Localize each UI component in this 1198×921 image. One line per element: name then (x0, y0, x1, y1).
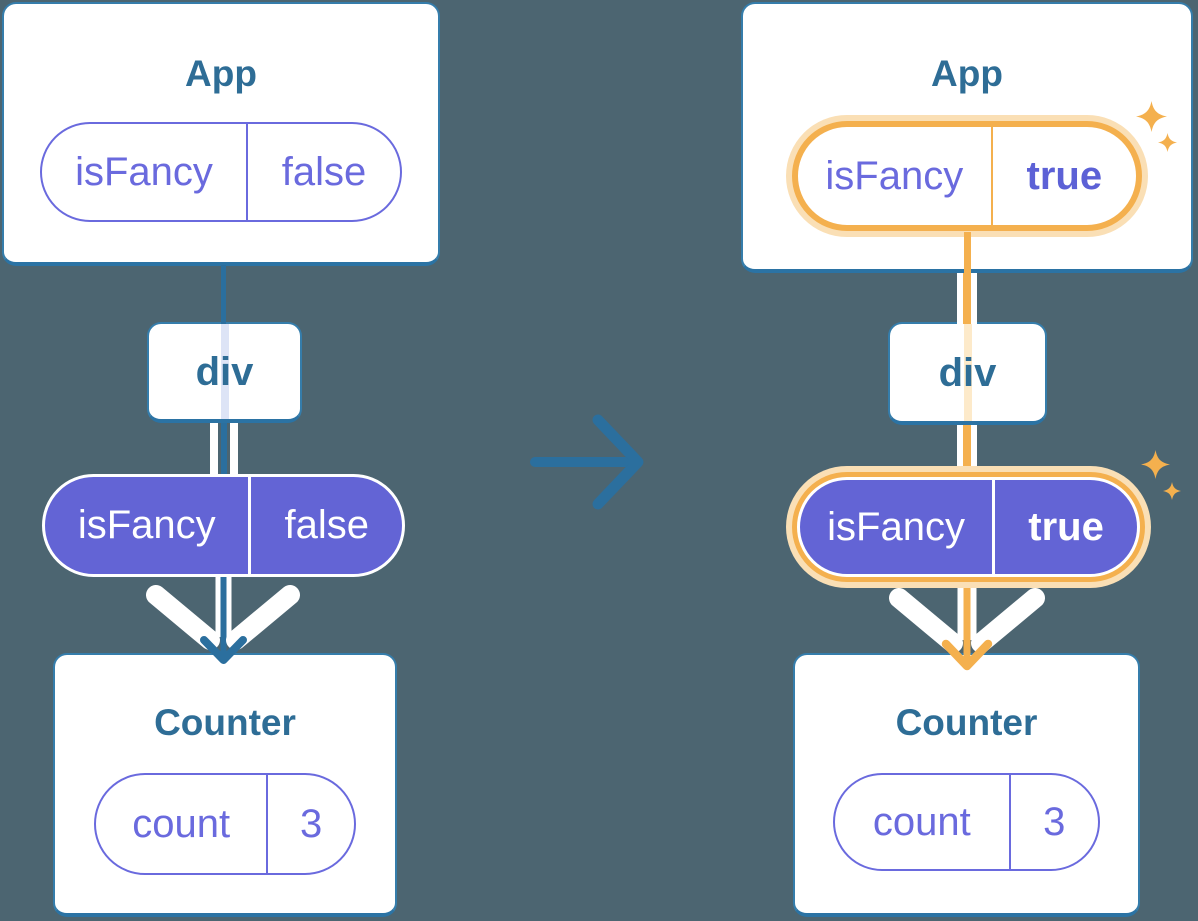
chevron-down-arrow-icon (226, 585, 300, 650)
pass-through-line (220, 324, 229, 419)
white-flank-line (957, 425, 963, 479)
pass-through-line (963, 324, 972, 421)
app-title: App (931, 53, 1003, 94)
sparkle-icon (1158, 133, 1177, 152)
app-to-div-line-highlighted (963, 273, 971, 324)
sparkle-icon (1163, 482, 1181, 500)
state-pill: isFancy false (42, 474, 405, 577)
white-flank-line (230, 423, 238, 476)
pill-value: 3 (266, 775, 354, 873)
pill-key: isFancy (77, 503, 216, 547)
app-prop-pill: isFancy false (40, 122, 402, 222)
pill-key: isFancy (825, 153, 964, 198)
chevron-down-arrow-icon (889, 588, 963, 653)
app-prop-pill-highlighted: isFancy true (792, 121, 1142, 231)
pill-to-counter-arrow (146, 577, 300, 664)
pill-value: true (992, 480, 1137, 574)
app-to-div-line (221, 265, 226, 324)
pill-key: isFancy (827, 504, 965, 549)
white-flank-line (957, 273, 963, 324)
arrowhead-icon (941, 639, 993, 671)
counter-title: Counter (895, 702, 1038, 743)
pill-value: false (246, 124, 400, 220)
app-title: App (185, 53, 257, 94)
white-flank-line (210, 423, 218, 476)
div-card: div (888, 322, 1047, 425)
arrow-right-icon (530, 414, 644, 510)
counter-card: Counter count 3 (793, 653, 1140, 917)
pill-value: 3 (1008, 775, 1098, 869)
pill-to-counter-arrow-highlighted (889, 582, 1045, 671)
app-card: App isFancy false (2, 2, 440, 266)
chevron-down-arrow-icon (971, 588, 1045, 653)
white-flank-line (971, 273, 977, 324)
pill-value: true (990, 127, 1136, 225)
counter-card: Counter count 3 (53, 653, 397, 917)
div-to-pill-line (221, 423, 227, 476)
arrowhead-icon (592, 414, 644, 510)
pill-key: isFancy (75, 149, 213, 194)
div-title: div (938, 350, 997, 395)
app-card: App isFancy true (741, 2, 1193, 273)
sparkle-icon (1141, 450, 1170, 479)
state-pill-highlighted: isFancy true (797, 477, 1140, 577)
pill-value: false (248, 477, 402, 574)
div-to-pill-line-highlighted (963, 425, 971, 479)
div-title: div (195, 349, 254, 394)
pill-key: count (132, 801, 231, 846)
div-card: div (147, 322, 302, 423)
pill-key: count (872, 799, 971, 844)
pill-to-card-edge-line (964, 232, 971, 273)
white-flank-line (971, 425, 977, 479)
counter-state-pill: count 3 (833, 773, 1100, 871)
counter-state-pill: count 3 (94, 773, 356, 875)
counter-title: Counter (154, 702, 296, 743)
arrowhead-icon (200, 636, 247, 664)
chevron-down-arrow-icon (146, 585, 220, 650)
sparkle-icon (1136, 101, 1167, 132)
